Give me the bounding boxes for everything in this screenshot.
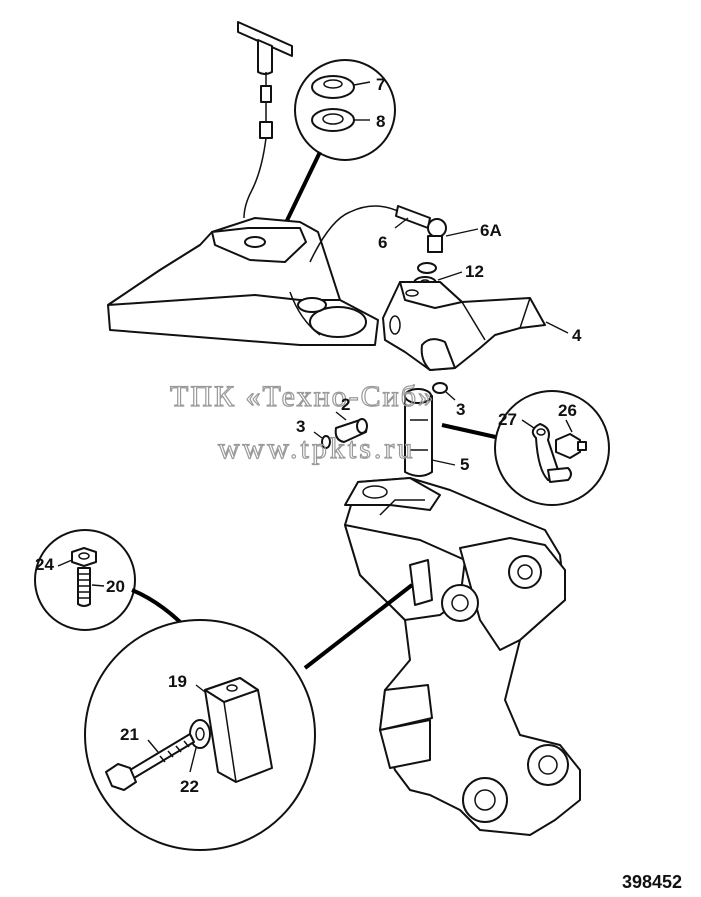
label-part-6: 6: [378, 233, 387, 252]
clamp-block-callout: [84, 583, 414, 851]
label-part-6a: 6A: [480, 221, 502, 240]
watermark-company: ТПК «Техно-Сиб»: [170, 380, 435, 413]
document-number: 398452: [622, 872, 682, 892]
grease-hose-6: [309, 205, 479, 263]
label-part-2: 2: [341, 395, 350, 414]
label-part-5: 5: [460, 455, 469, 474]
label-part-4: 4: [572, 326, 582, 345]
label-part-20: 20: [106, 577, 125, 596]
label-part-22: 22: [180, 777, 199, 796]
watermark-url: www.tpkts.ru: [218, 432, 415, 465]
main-frame: [344, 477, 581, 836]
label-part-19: 19: [168, 672, 187, 691]
bolt-nut-callout: [34, 529, 224, 674]
label-part-21: 21: [120, 725, 139, 744]
grease-nipple-callout: [441, 390, 610, 506]
label-part-27: 27: [498, 410, 517, 429]
grease-t-handle: [237, 21, 293, 219]
label-part-12: 12: [465, 262, 484, 281]
upper-pivot-plate: [107, 217, 379, 346]
label-part-7: 7: [376, 75, 385, 94]
label-part-3-left: 3: [296, 417, 305, 436]
label-part-26: 26: [558, 401, 577, 420]
pin-5: [404, 382, 456, 477]
label-part-3-right: 3: [456, 400, 465, 419]
label-part-24: 24: [35, 555, 54, 574]
arm-bracket-4: [382, 281, 569, 371]
pin-2: [313, 411, 368, 449]
label-part-8: 8: [376, 112, 385, 131]
